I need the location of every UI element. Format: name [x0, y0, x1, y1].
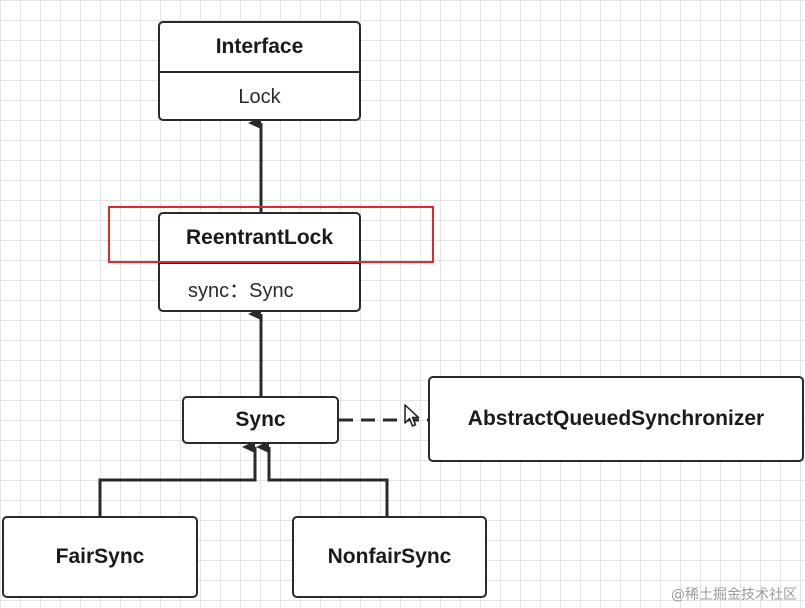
class-box-reentrantlock[interactable]: ReentrantLock sync：Sync — [158, 212, 361, 312]
class-attribute: sync：Sync — [188, 279, 294, 302]
class-title: FairSync — [55, 545, 145, 568]
class-box-aqs[interactable]: AbstractQueuedSynchronizer — [428, 376, 804, 462]
divider — [160, 71, 359, 73]
mouse-pointer-icon — [404, 404, 420, 427]
watermark-text: @稀土掘金技术社区 — [671, 587, 797, 603]
class-box-sync[interactable]: Sync — [182, 396, 339, 444]
class-box-nonfairsync[interactable]: NonfairSync — [292, 516, 487, 598]
class-attribute: Lock — [238, 85, 281, 108]
class-title: Sync — [235, 408, 286, 431]
class-box-interface[interactable]: Interface Lock — [158, 21, 361, 121]
divider — [160, 262, 359, 264]
class-title: Interface — [215, 35, 304, 58]
class-title: AbstractQueuedSynchronizer — [467, 407, 765, 430]
class-box-fairsync[interactable]: FairSync — [2, 516, 198, 598]
inheritance-arrow-nonfairsync-sync — [256, 441, 389, 516]
inheritance-arrow-fairsync-sync — [98, 441, 257, 516]
class-title: ReentrantLock — [185, 226, 334, 249]
class-title: NonfairSync — [327, 545, 452, 568]
